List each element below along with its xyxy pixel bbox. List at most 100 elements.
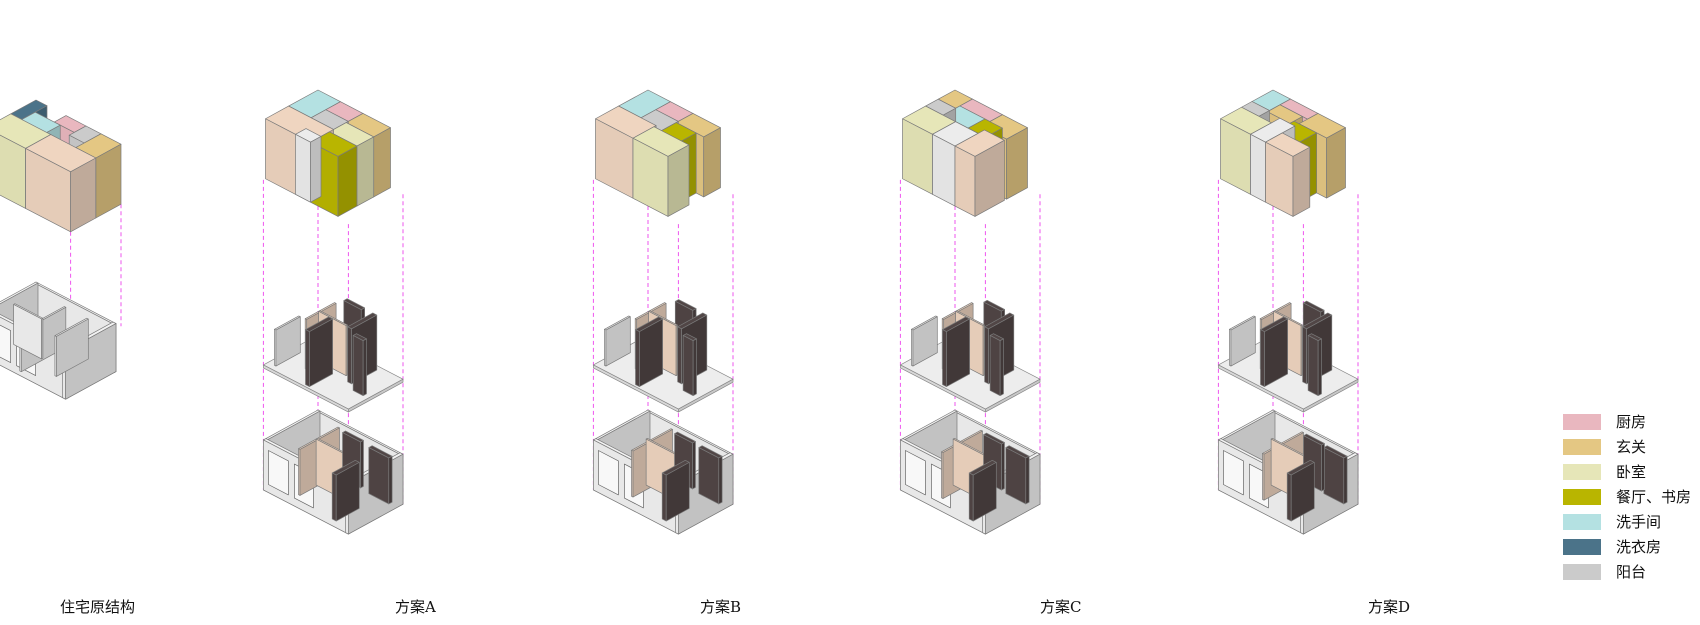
scheme-a-block-entrance-side	[373, 127, 391, 198]
scheme-b-cabinet-3-side	[639, 318, 663, 387]
original-shell-window-0	[0, 324, 11, 363]
models	[0, 89, 1359, 535]
scheme-a-block-bedroom-2-side	[356, 136, 375, 207]
scheme-b-shell-cabinet-1-side	[718, 455, 723, 505]
legend-label: 厨房	[1616, 413, 1647, 431]
scheme-b-panel-2-side	[675, 324, 678, 376]
scheme-c-block-living-front	[954, 145, 976, 217]
legend-item-bathroom: 洗手间	[1563, 509, 1693, 534]
model-scheme-b	[593, 89, 734, 535]
scheme-c-cabinet-2-front	[984, 326, 989, 385]
scheme-a-shell-cabinet-3-front	[331, 472, 337, 522]
scheme-a-block-dining-side	[337, 145, 358, 217]
model-scheme-a	[263, 89, 404, 535]
legend-label: 卧室	[1616, 463, 1647, 481]
scheme-c-shell-cabinet-3-side	[972, 462, 997, 522]
scheme-c-block-living-side	[974, 140, 1005, 217]
scheme-b-block-bedroom-side	[667, 144, 690, 217]
legend-label: 餐厅、书房	[1616, 488, 1692, 506]
legend-item-laundry: 洗衣房	[1563, 534, 1693, 559]
original-partition-2-side	[41, 317, 44, 360]
legend-item-balcony: 阳台	[1563, 559, 1693, 584]
scheme-c-plate-edge2	[985, 378, 1041, 413]
caption-scheme-a: 方案A	[395, 598, 436, 616]
scheme-c-cabinet-3-side	[946, 318, 970, 387]
scheme-c-shell-cabinet-1-front	[1005, 447, 1027, 505]
scheme-c-block-storage-front	[932, 134, 956, 207]
scheme-d-cabinet-3-side	[1264, 318, 1288, 387]
scheme-b-plate-edge2	[678, 378, 734, 413]
caption-scheme-c: 方案C	[1040, 598, 1082, 616]
scheme-d-panel-3-side	[1230, 316, 1256, 367]
legend-swatch-bathroom	[1563, 513, 1601, 530]
scheme-a-cabinet-2-front	[347, 326, 352, 385]
scheme-b-shell-window-0	[598, 450, 619, 496]
scheme-b-shell-cabinet-1-front	[698, 447, 720, 505]
legend-swatch-laundry	[1563, 538, 1601, 555]
scheme-a-shell-window-0	[268, 450, 289, 496]
scheme-c-cabinet-4-front	[989, 335, 1001, 397]
scheme-b-cabinet-2-front	[677, 326, 682, 385]
scheme-d-shell-cabinet-3-side	[1290, 462, 1315, 522]
legend-swatch-balcony	[1563, 563, 1601, 580]
scheme-c-shell-cabinet-2-side	[1001, 442, 1005, 491]
model-scheme-d	[1218, 89, 1359, 535]
legend-item-kitchen: 厨房	[1563, 409, 1693, 434]
scheme-a-shell-cabinet-3-side	[335, 462, 360, 522]
scheme-d-cabinet-4-front	[1307, 335, 1319, 397]
legend-swatch-dining-study	[1563, 488, 1601, 505]
scheme-a-cabinet-3-side	[309, 318, 333, 387]
scheme-d-shell-cabinet-1-front	[1323, 447, 1345, 505]
caption-original-structure: 住宅原结构	[60, 598, 136, 616]
scheme-d-shell-cabinet-2-side	[1321, 443, 1325, 492]
scheme-d-block-entrance-side	[1326, 127, 1346, 199]
legend-swatch-bedroom	[1563, 463, 1601, 480]
scheme-a-panel-3-side	[275, 316, 301, 367]
scheme-a-shell-cabinet-2-side	[360, 439, 364, 489]
scheme-c-block-entrance-side	[1006, 127, 1028, 200]
scheme-c-shell-window-0	[905, 450, 926, 496]
scheme-a-block-storage-front	[295, 134, 311, 203]
legend-item-bedroom: 卧室	[1563, 459, 1693, 484]
scheme-d-cabinet-2-front	[1302, 326, 1307, 385]
scheme-d-cabinet-3-front	[1260, 329, 1265, 387]
scheme-d-panel-2-side	[1300, 324, 1303, 376]
legend-label: 阳台	[1616, 563, 1647, 581]
scheme-d-block-living-side	[1292, 146, 1311, 217]
scheme-b-panel-3-side	[605, 316, 631, 367]
scheme-d-shell-cabinet-3-front	[1286, 472, 1292, 522]
scheme-b-shell-cabinet-2-side	[692, 441, 696, 490]
scheme-a-shell-cabinet-1-front	[368, 447, 390, 505]
legend-label: 洗手间	[1616, 513, 1662, 531]
legend-item-dining-study: 餐厅、书房	[1563, 484, 1693, 509]
scheme-c-cabinet-3-front	[942, 329, 947, 387]
scheme-a-panel-2-side	[345, 324, 348, 376]
scheme-b-shell-cabinet-3-front	[661, 472, 667, 522]
original-block-living-side	[70, 157, 97, 233]
caption-scheme-b: 方案B	[700, 598, 742, 616]
legend-label: 洗衣房	[1616, 538, 1662, 556]
scheme-c-shell-cabinet-3-front	[968, 472, 974, 522]
scheme-d-cabinet-4-side	[1317, 338, 1322, 397]
scheme-a-cabinet-3-front	[305, 329, 310, 387]
legend: 厨房 玄关 卧室 餐厅、书房 洗手间 洗衣房 阳台	[1563, 409, 1693, 584]
original-partition-3-side	[56, 318, 89, 377]
scheme-a-block-storage-side	[310, 136, 322, 203]
legend-item-entrance: 玄关	[1563, 434, 1693, 459]
scheme-c-cabinet-4-side	[999, 338, 1004, 397]
scheme-d-plate-edge2	[1303, 378, 1359, 413]
scheme-b-cabinet-3-front	[635, 329, 640, 387]
legend-swatch-kitchen	[1563, 413, 1601, 430]
scheme-d-block-storage-front	[1250, 134, 1266, 203]
caption-scheme-d: 方案D	[1368, 598, 1411, 616]
legend-label: 玄关	[1616, 438, 1647, 456]
scheme-b-block-entrance-side	[703, 127, 721, 198]
scheme-d-shell-cabinet-1-side	[1343, 455, 1348, 505]
model-scheme-c	[900, 89, 1041, 535]
scheme-b-cabinet-4-side	[692, 338, 697, 397]
scheme-d-shell-window-0	[1223, 450, 1244, 496]
scheme-a-cabinet-4-front	[352, 335, 364, 397]
scheme-b-cabinet-4-front	[682, 335, 694, 397]
scheme-c-panel-3-side	[912, 316, 938, 367]
